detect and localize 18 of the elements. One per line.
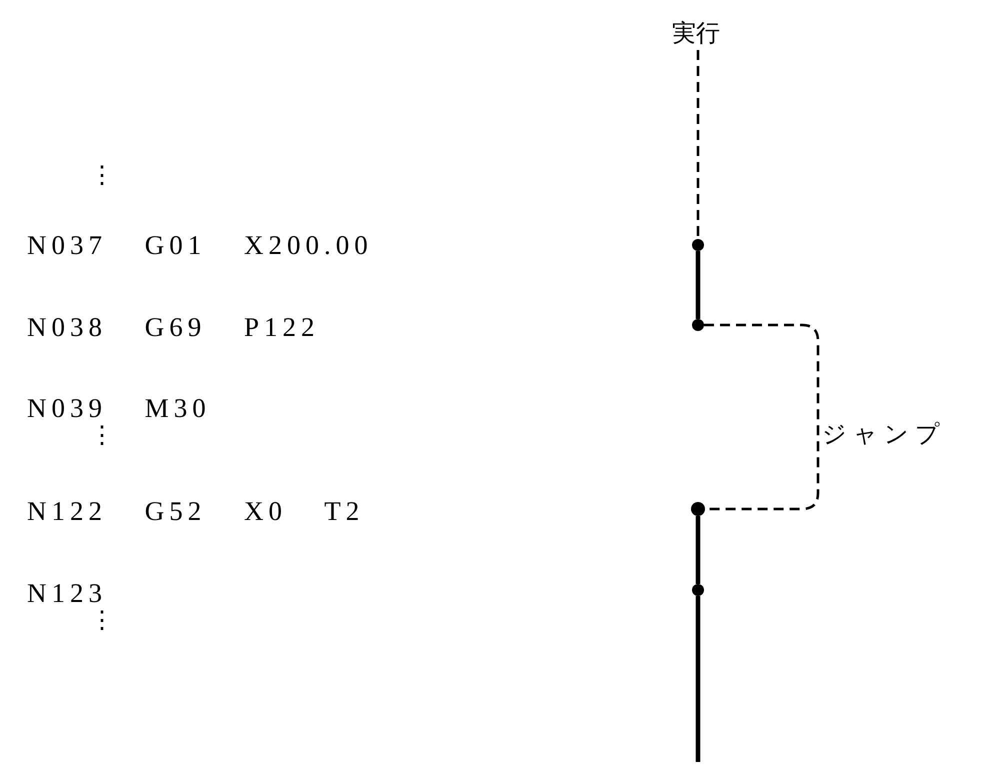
program-line: N123	[27, 578, 107, 608]
dashed-line	[704, 324, 820, 510]
flow-line	[696, 596, 700, 762]
junction-dot	[692, 319, 704, 331]
junction-dot	[692, 239, 704, 251]
flow-line	[696, 251, 700, 319]
flow-line	[696, 516, 700, 584]
ellipsis-mark: ⋮	[90, 160, 114, 190]
start-label: 実行	[672, 19, 720, 47]
program-line: N122 G52 X0 T2	[27, 496, 364, 526]
program-line: N037 G01 X200.00	[27, 230, 373, 260]
program-line: N039 M30	[27, 393, 211, 423]
program-line: N038 G69 P122	[27, 312, 320, 342]
junction-dot	[691, 502, 705, 516]
dashed-line	[696, 50, 700, 239]
ellipsis-mark: ⋮	[90, 605, 114, 635]
junction-dot	[692, 584, 704, 596]
ellipsis-mark: ⋮	[90, 420, 114, 450]
